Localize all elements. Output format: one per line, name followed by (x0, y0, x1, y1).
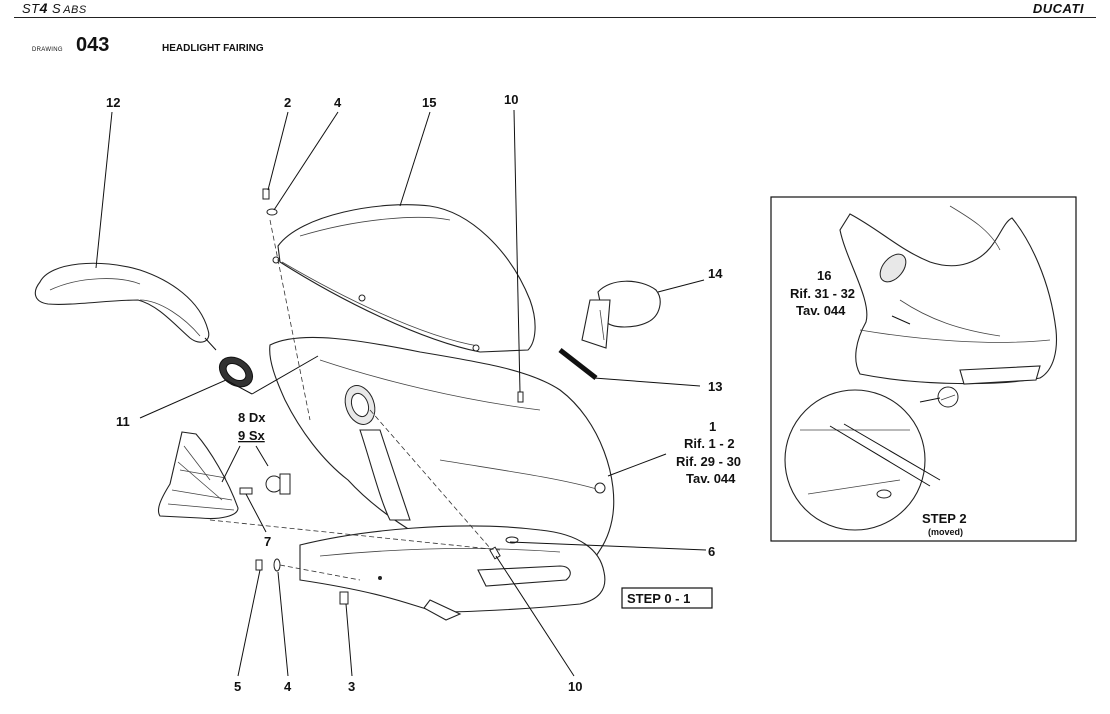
gasket-strip (558, 348, 598, 380)
header-divider (14, 17, 1096, 18)
callout-12: 12 (106, 95, 120, 110)
drawing-label: DRAWING (32, 47, 63, 53)
callout-1: 1 (709, 419, 716, 434)
grommet (218, 356, 254, 388)
callout-3: 3 (348, 679, 355, 694)
model-prefix: ST (22, 1, 40, 16)
left-mirror (34, 262, 217, 351)
step-main-label: STEP 0 - 1 (627, 591, 690, 606)
callout-10-top: 10 (504, 92, 518, 107)
callout-4-bottom: 4 (284, 679, 292, 694)
callout-1-ref-2: Rif. 29 - 30 (676, 454, 741, 469)
assembly-lines (209, 219, 501, 581)
inset-step-label: STEP 2 (922, 511, 967, 526)
headlight-fairing (269, 336, 615, 561)
inset-callout-ref-1: Rif. 31 - 32 (790, 286, 855, 301)
inset-step-note: (moved) (928, 527, 963, 537)
model-suffix: S (47, 1, 62, 16)
model-number: 4 (39, 0, 48, 16)
callout-14: 14 (708, 266, 723, 281)
inner-bracket (359, 429, 411, 521)
lower-fairing (299, 525, 606, 621)
inset-panel: 16 Rif. 31 - 32 Tav. 044 STEP 2 (moved) (770, 196, 1077, 542)
right-mirror (581, 280, 661, 349)
inset-callout-16: 16 (817, 268, 831, 283)
callout-5: 5 (234, 679, 241, 694)
callout-7: 7 (264, 534, 271, 549)
callout-4-top: 4 (334, 95, 342, 110)
drawing-title: HEADLIGHT FAIRING (162, 43, 264, 54)
leader-lines (95, 109, 707, 677)
windscreen (272, 204, 536, 353)
drawing-number: 043 (76, 34, 110, 56)
brand-logo: DUCATI (1032, 1, 1084, 16)
callout-6: 6 (708, 544, 715, 559)
callout-2: 2 (284, 95, 291, 110)
turn-indicator (157, 431, 239, 520)
callout-1-ref-3: Tav. 044 (686, 471, 736, 486)
callout-8: 8 Dx (238, 410, 266, 425)
callout-11: 11 (116, 414, 130, 429)
callout-1-ref-1: Rif. 1 - 2 (684, 436, 735, 451)
step-main-box: STEP 0 - 1 (621, 587, 713, 609)
model-variant: ABS (63, 4, 87, 16)
callout-9: 9 Sx (238, 428, 266, 443)
callout-15: 15 (422, 95, 436, 110)
callout-10-bottom: 10 (568, 679, 582, 694)
inset-callout-ref-2: Tav. 044 (796, 303, 846, 318)
callout-13: 13 (708, 379, 722, 394)
fasteners (239, 188, 524, 605)
